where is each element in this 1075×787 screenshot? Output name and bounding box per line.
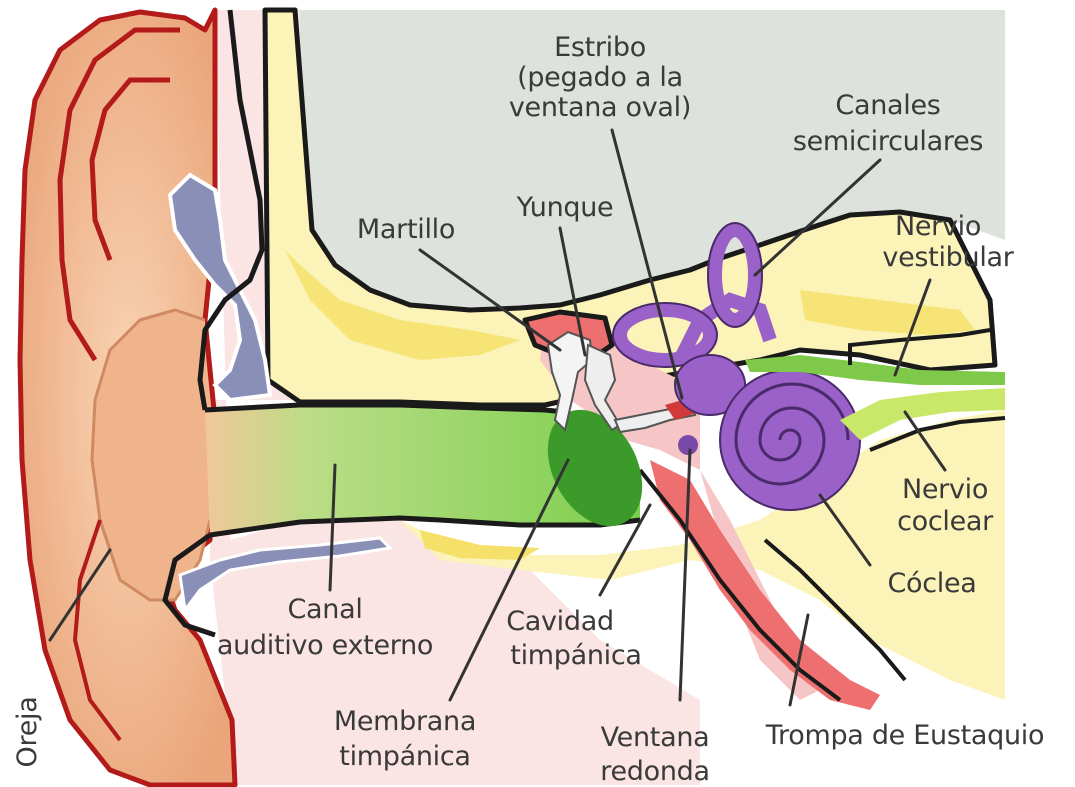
label-martillo: Martillo <box>357 214 455 245</box>
label-ventana-1: Ventana <box>601 722 710 753</box>
label-yunque: Yunque <box>516 192 614 223</box>
label-nervio-coclear-2: coclear <box>897 506 994 537</box>
round-window <box>678 435 698 455</box>
label-canal-1: Canal <box>287 594 362 625</box>
label-nervio-coclear-1: Nervio <box>902 474 988 505</box>
label-nervio-vestibular-1: Nervio <box>895 211 981 242</box>
label-ventana-2: redonda <box>600 756 709 787</box>
label-cavidad-2: timpánica <box>510 640 641 671</box>
label-oreja: Oreja <box>12 697 43 768</box>
label-membrana-2: timpánica <box>339 741 470 772</box>
label-estribo-3: ventana oval) <box>509 92 691 123</box>
label-cavidad-1: Cavidad <box>506 606 614 637</box>
label-coclea: Cóclea <box>887 568 976 599</box>
label-trompa: Trompa de Eustaquio <box>765 720 1044 751</box>
label-nervio-vestibular-2: vestibular <box>882 242 1014 273</box>
label-membrana-1: Membrana <box>334 706 476 737</box>
cochlea <box>720 370 860 510</box>
label-estribo-2: (pegado a la <box>517 62 683 93</box>
label-canal-2: auditivo externo <box>217 630 433 661</box>
label-estribo-1: Estribo <box>554 32 646 63</box>
label-canales-2: semicirculares <box>793 126 983 157</box>
label-canales-1: Canales <box>835 90 940 121</box>
